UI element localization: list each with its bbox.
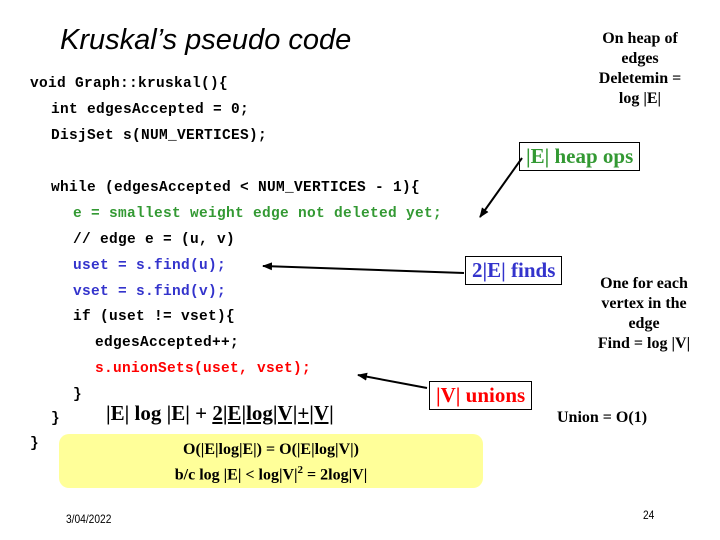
complexity-formula: |E| log |E| + 2|E|log|V|+|V|	[106, 401, 334, 426]
code-line-7: uset = s.find(u);	[73, 258, 227, 274]
finds-callout: 2|E| finds	[465, 256, 563, 285]
summary-line-2-end: = 2log|V|	[303, 466, 368, 484]
summary-line-2-text: b/c log |E| < log|V|	[174, 466, 298, 484]
code-line-8: vset = s.find(v);	[73, 284, 227, 300]
code-line-1: void Graph::kruskal(){	[30, 76, 229, 92]
code-line-11: s.unionSets(uset, vset);	[95, 361, 312, 377]
finds-arrow	[262, 262, 465, 274]
summary-superscript: 2	[297, 464, 304, 476]
find-note-line: Find = log |V|	[597, 335, 691, 352]
formula-part-1: |E| log |E| +	[106, 401, 213, 425]
slide-title: Kruskal’s pseudo code	[60, 24, 352, 56]
summary-box: O(|E|log|E|) = O(|E|log|V|) b/c log |E| …	[59, 434, 483, 488]
summary-line-1: O(|E|log|E|) = O(|E|log|V|)	[183, 441, 359, 458]
code-line-9: if (uset != vset){	[73, 309, 236, 325]
page-number: 24	[643, 508, 655, 522]
find-note-line: One for each	[600, 275, 688, 292]
summary-line-2: b/c log |E| < log|V|2 = 2log|V|	[59, 460, 483, 485]
code-line-6: // edge e = (u, v)	[73, 232, 236, 248]
heap-ops-callout: |E| heap ops	[519, 142, 641, 171]
heap-note: On heap of edges Deletemin = log |E|	[572, 29, 708, 109]
formula-part-2: 2|E|log|V|+|V|	[212, 401, 334, 425]
code-line-3: DisjSet s(NUM_VERTICES);	[51, 128, 268, 144]
heap-ops-arrow	[479, 157, 523, 218]
footer-date: 3/04/2022	[66, 512, 112, 526]
code-line-5: e = smallest weight edge not deleted yet…	[73, 206, 443, 222]
heap-note-line: edges	[621, 50, 659, 67]
heap-note-line: log |E|	[618, 90, 662, 107]
find-note-line: vertex in the	[601, 295, 687, 312]
heap-note-line: On heap of	[602, 30, 678, 47]
find-note-line: edge	[628, 315, 660, 332]
code-line-2: int edgesAccepted = 0;	[51, 102, 250, 118]
code-line-14: }	[30, 436, 40, 452]
heap-note-line: Deletemin =	[598, 70, 682, 87]
code-line-12: }	[73, 387, 83, 403]
find-note: One for each vertex in the edge Find = l…	[576, 274, 712, 354]
code-line-10: edgesAccepted++;	[95, 335, 240, 351]
unions-arrow	[357, 372, 428, 389]
union-note: Union = O(1)	[557, 409, 648, 426]
code-line-4: while (edgesAccepted < NUM_VERTICES - 1)…	[51, 180, 421, 196]
unions-callout: |V| unions	[429, 381, 533, 410]
code-line-13: }	[51, 411, 61, 427]
